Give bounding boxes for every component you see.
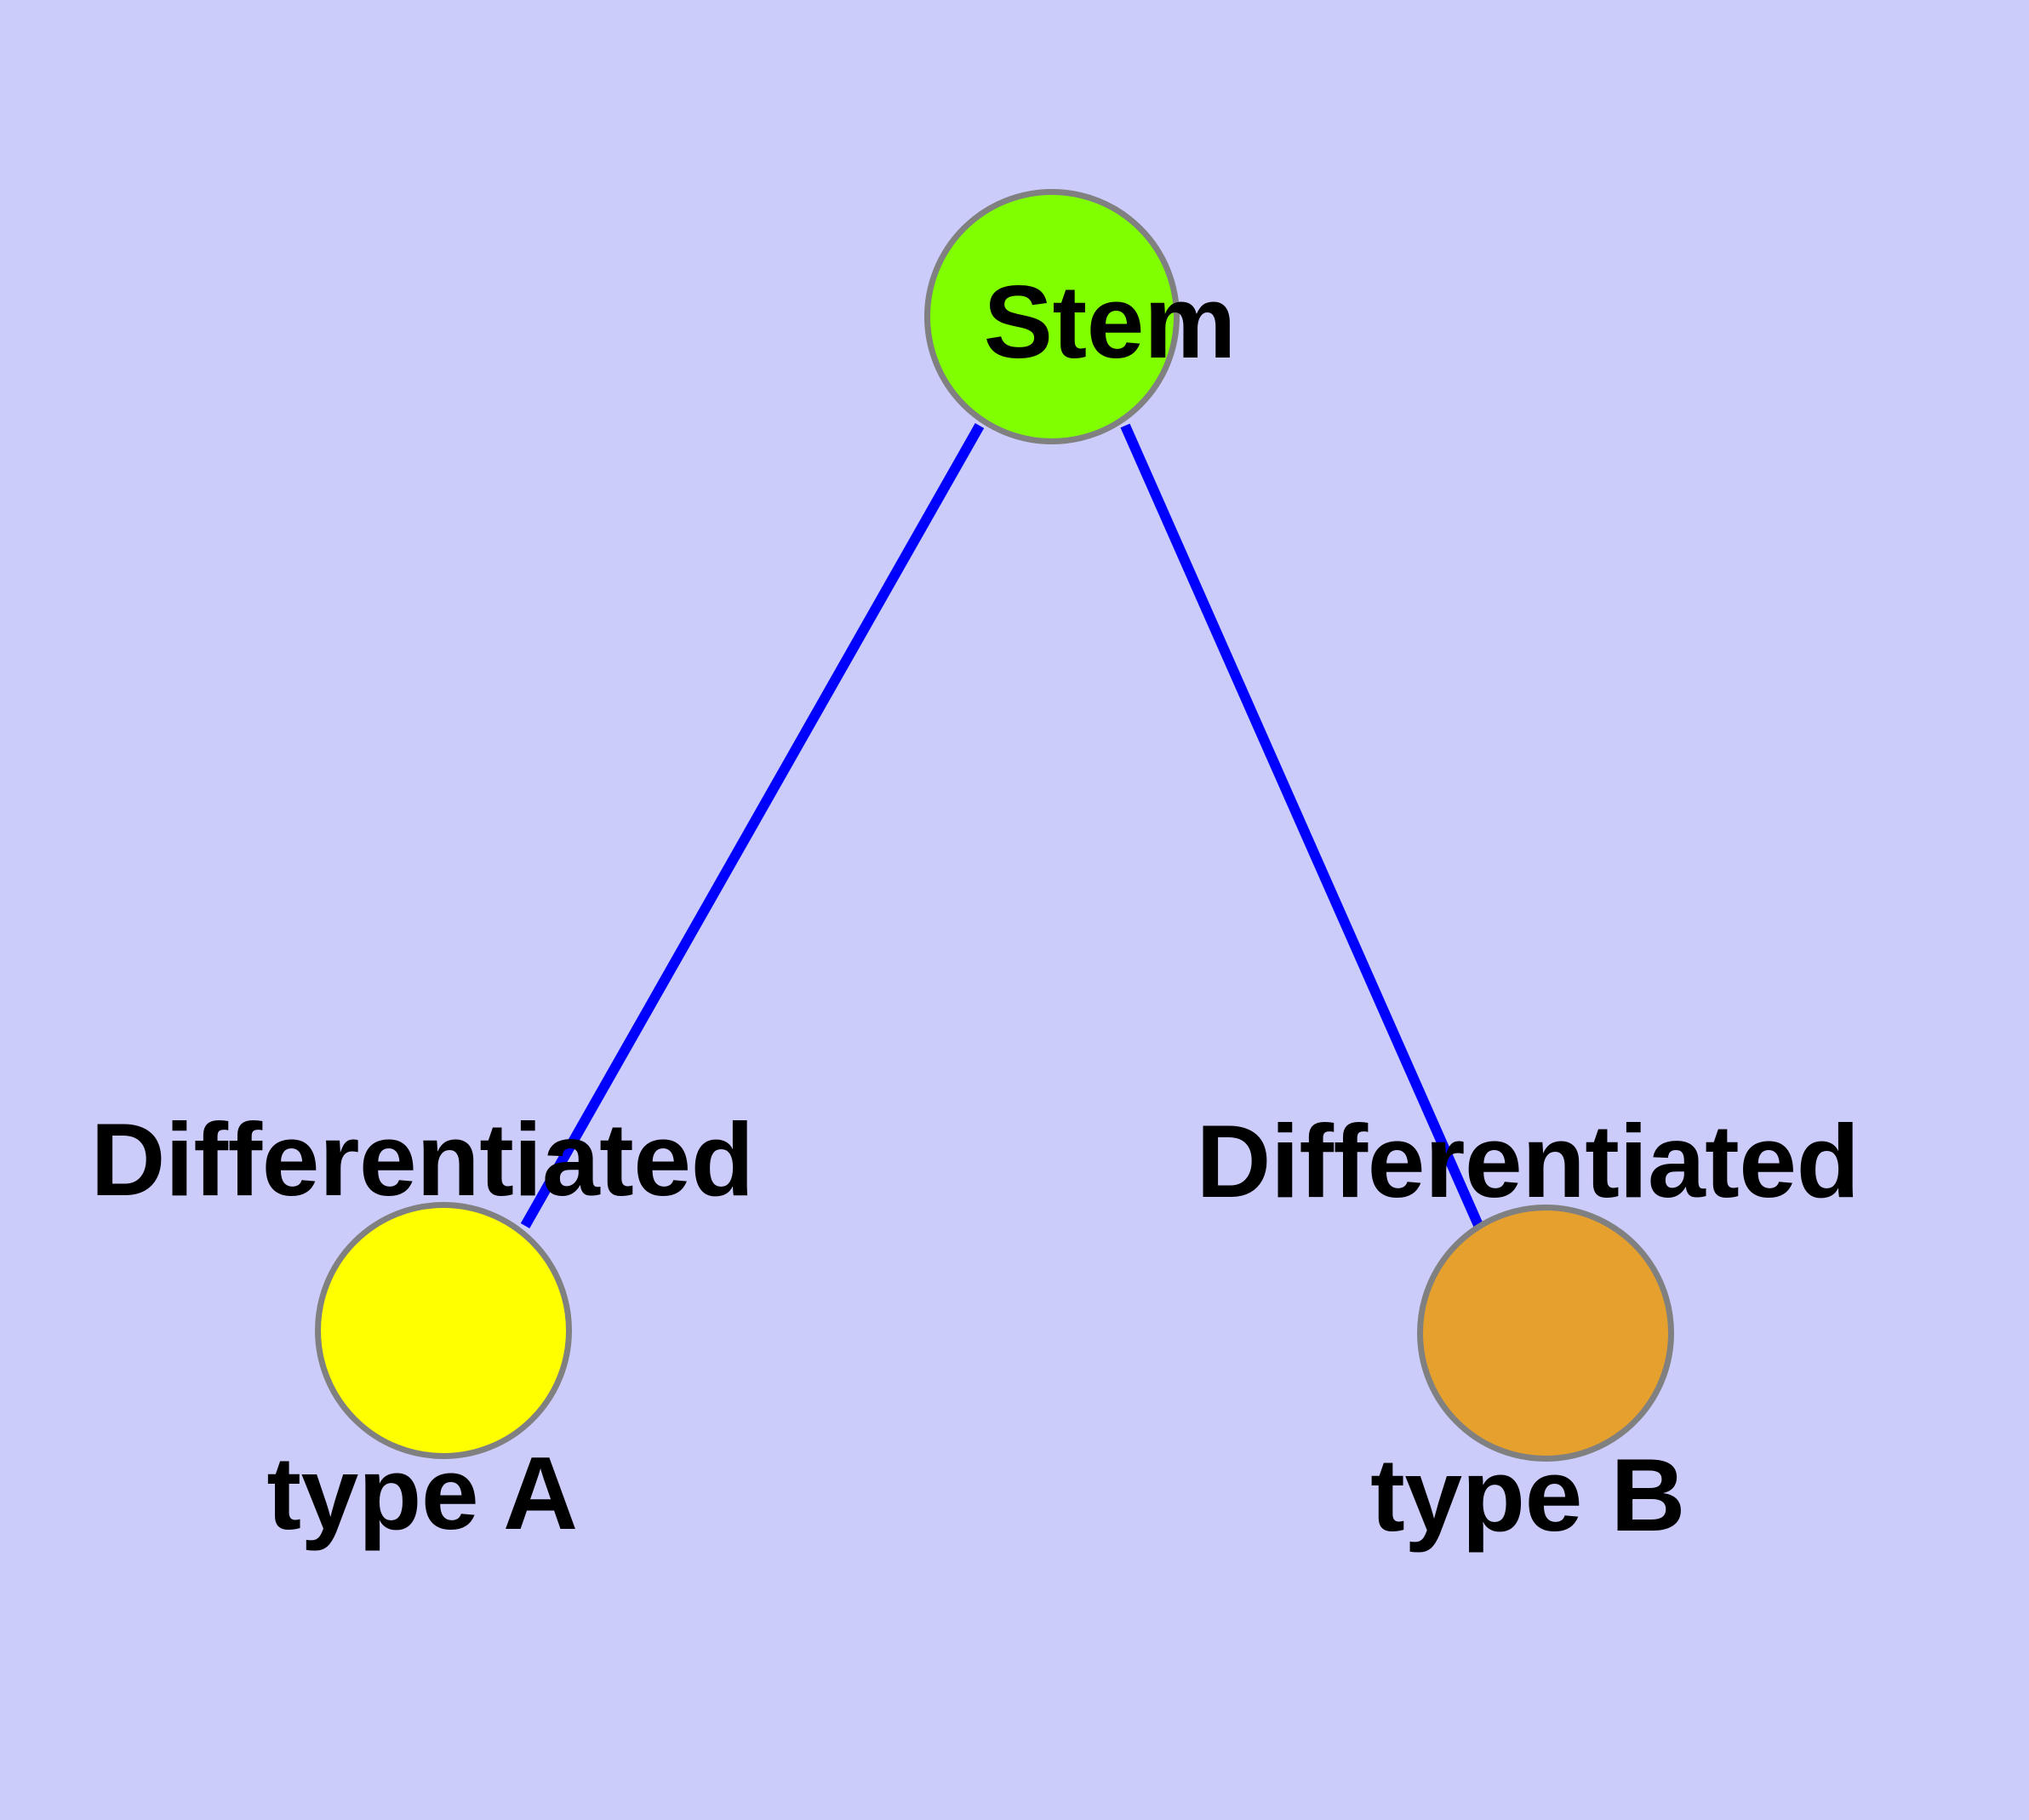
edge-stem-to-differentiated-type-a: [520, 423, 985, 1228]
node-differentiated-type-a[interactable]: [315, 1202, 572, 1459]
edge-stem-to-differentiated-type-b: [1120, 423, 1486, 1233]
node-stem[interactable]: [924, 189, 1180, 444]
node-differentiated-type-b[interactable]: [1417, 1205, 1674, 1462]
